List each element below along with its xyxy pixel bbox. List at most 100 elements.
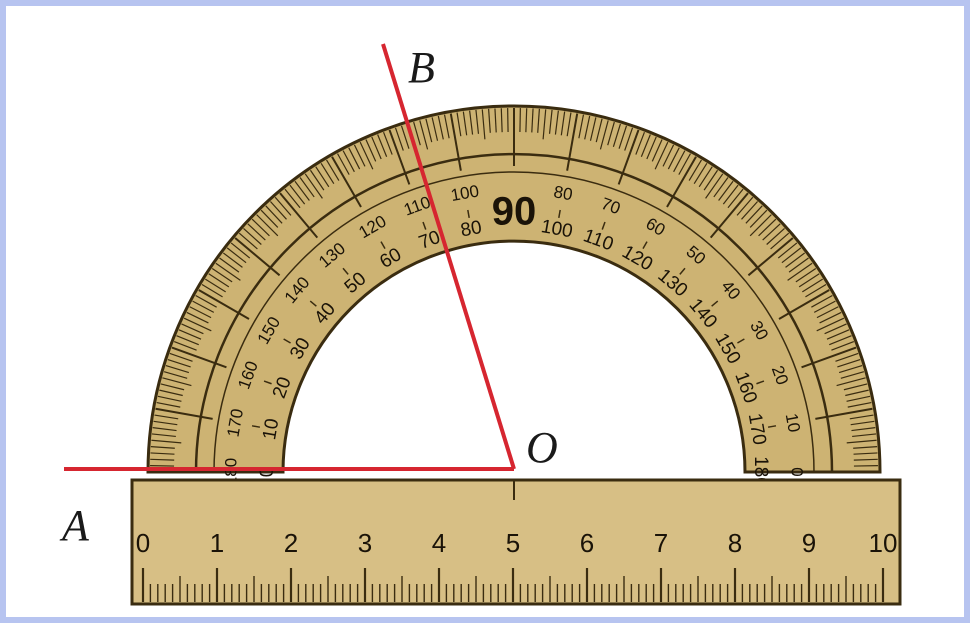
protractor-degree-tick [722,184,739,205]
protractor-degree-tick [678,153,691,175]
protractor-degree-tick [425,118,433,143]
protractor-degree-tick [243,227,262,245]
protractor-degree-tick [852,433,877,438]
protractor-degree-tick [612,123,621,148]
protractor-degree-tick [178,329,202,340]
protractor-degree-tick [566,113,579,171]
protractor-scale-mark [309,300,317,307]
protractor-degree-tick [198,289,250,320]
protractor-degree-tick [500,108,503,133]
protractor-degree-tick [853,452,878,455]
protractor-degree-tick [624,127,634,151]
protractor-inner-number: 0 [257,467,278,478]
protractor-degree-tick [234,237,281,277]
protractor-degree-tick [219,257,240,273]
protractor-degree-tick [595,118,603,143]
protractor-degree-tick [294,180,310,201]
protractor-degree-tick [781,247,802,264]
protractor-degree-tick [777,242,798,259]
protractor-degree-tick [265,205,283,224]
protractor-degree-tick [481,109,486,140]
protractor-scale-mark [558,209,561,219]
protractor-degree-tick [749,214,772,237]
protractor-degree-tick [554,110,559,135]
protractor-degree-tick [813,300,836,313]
protractor-degree-tick [388,129,411,185]
protractor-degree-tick [192,300,215,313]
protractor-scale-mark [283,338,291,344]
protractor-degree-tick [326,159,340,181]
protractor-degree-tick [741,201,759,220]
protractor-degree-tick [377,134,388,157]
protractor-degree-tick [431,117,439,141]
ruler-number: 4 [432,528,446,558]
ruler-number: 0 [136,528,150,558]
protractor-degree-tick [315,166,330,188]
protractor-outer-number: 10 [782,412,804,434]
protractor-degree-tick [201,284,223,298]
protractor-degree-tick [256,214,279,237]
protractor-degree-tick [183,317,212,332]
protractor-degree-tick [153,420,178,426]
protractor-degree-tick [542,109,547,140]
protractor-degree-tick [176,335,199,346]
protractor-degree-tick [770,232,790,250]
protractor-degree-tick [646,136,657,160]
protractor-degree-tick [173,340,197,351]
protractor-degree-tick [359,141,374,170]
protractor-degree-tick [838,365,863,374]
protractor-degree-tick [849,414,874,420]
protractor-outer-number: 170 [223,407,247,438]
point-labels: A B O [59,43,558,550]
protractor-degree-tick [578,114,585,139]
protractor-degree-tick [801,346,857,369]
protractor-degree-tick [829,335,852,346]
protractor-degree-tick [284,188,301,209]
protractor-scale-mark [767,425,777,428]
protractor-degree-tick [152,427,177,432]
protractor-degree-tick [151,439,182,444]
protractor-degree-tick [211,267,233,283]
protractor-degree-tick [599,120,609,150]
protractor-degree-tick [824,323,847,335]
protractor-degree-tick [531,108,534,133]
protractor-degree-tick [162,377,192,387]
protractor-degree-tick [449,113,462,171]
protractor-scale-mark [756,380,765,385]
protractor-degree-tick [260,209,279,228]
protractor-degree-tick [816,306,839,319]
protractor-degree-tick [836,377,866,387]
protractor-degree-tick [709,192,749,239]
protractor-degree-tick [666,156,697,208]
protractor-degree-tick [736,196,754,216]
protractor-degree-tick [226,247,247,264]
protractor-degree-tick [163,371,188,379]
protractor-degree-tick [846,395,871,402]
protractor-degree-tick [195,295,217,308]
protractor-outer-number: 100 [449,181,480,205]
protractor-scale-mark [642,241,648,249]
protractor-degree-tick [847,401,872,408]
protractor-degree-tick [169,352,193,362]
protractor-body [146,104,882,474]
protractor-degree-tick [853,458,878,461]
ruler-number: 5 [506,528,520,558]
protractor-degree-tick [331,156,362,208]
protractor-inner-number: 80 [459,217,483,241]
protractor-degree-tick [662,144,675,167]
protractor-degree-tick [320,162,335,184]
protractor: 0180101702016030150401405013060120701108… [146,104,882,488]
protractor-degree-tick [167,358,191,368]
protractor-degree-tick [778,289,830,320]
protractor-degree-tick [251,218,270,237]
ruler-number: 3 [358,528,372,558]
protractor-degree-tick [157,395,182,402]
protractor-outer-number: 0 [788,467,807,476]
protractor-degree-tick [279,192,319,239]
protractor-degree-tick [651,139,663,162]
protractor-scale-mark [679,267,686,275]
protractor-degree-tick [654,141,669,170]
protractor-degree-tick [850,420,875,426]
protractor-scale-mark [601,221,606,230]
protractor-degree-tick [819,311,842,324]
